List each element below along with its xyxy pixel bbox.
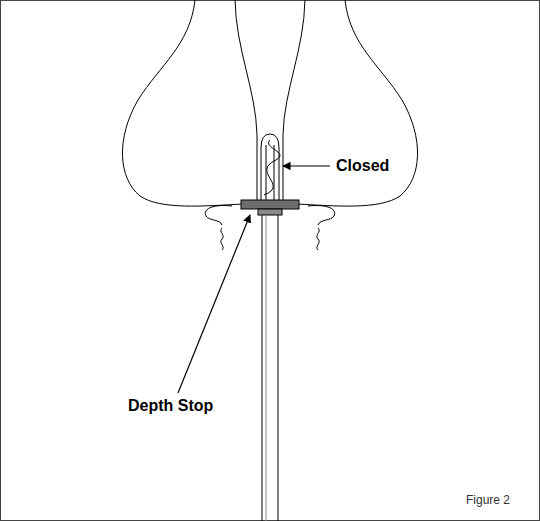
figure-caption: Figure 2 <box>466 494 510 507</box>
part-label: Closed <box>336 157 389 175</box>
part-label: Depth Stop <box>128 397 213 415</box>
device <box>241 134 299 521</box>
uterus-outline <box>122 0 417 250</box>
depth-stop <box>241 200 299 209</box>
leader-line <box>178 215 250 393</box>
leader-line <box>283 165 330 166</box>
